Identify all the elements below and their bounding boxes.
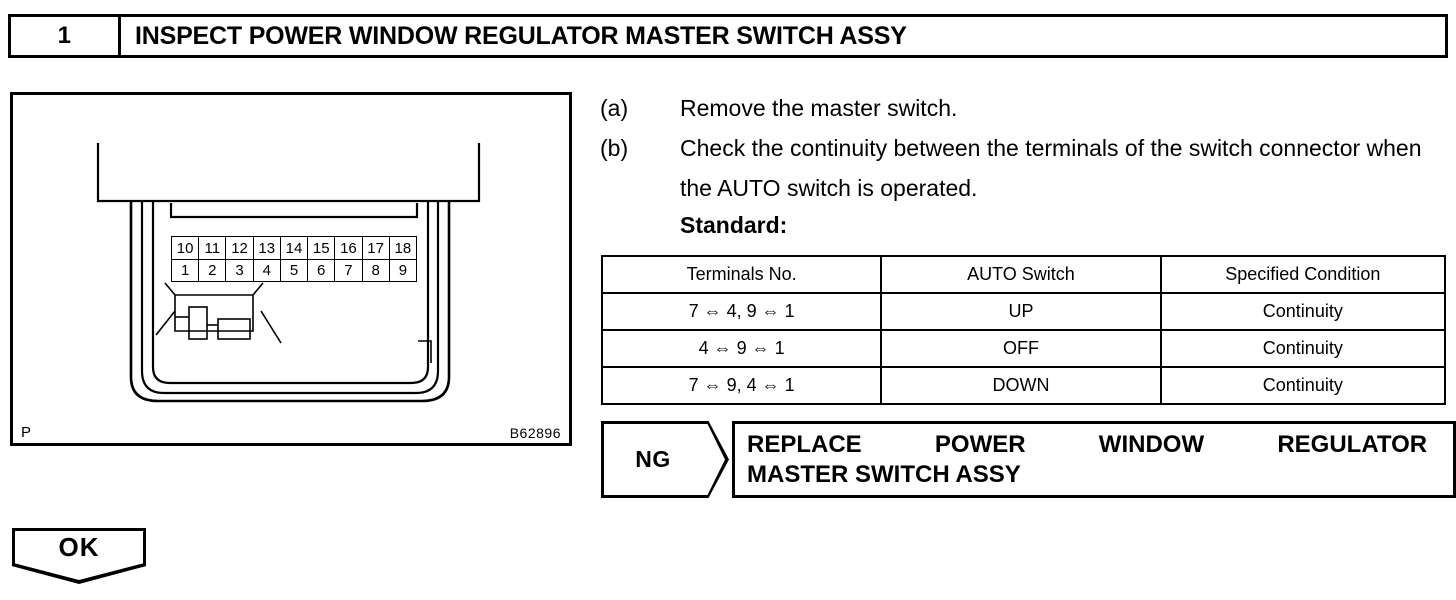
pin-cell: 7 bbox=[335, 259, 363, 281]
instruction-text: Remove the master switch. bbox=[680, 95, 958, 121]
cell-auto-switch: DOWN bbox=[880, 366, 1162, 405]
instruction-label: (b) bbox=[600, 135, 629, 161]
step-number: 1 bbox=[11, 17, 121, 55]
ng-action-word: REPLACE bbox=[747, 431, 862, 458]
table-row: 4 ⇔ 9 ⇔ 1 OFF Continuity bbox=[600, 329, 1447, 368]
pin-cell: 12 bbox=[226, 237, 254, 259]
ng-action-word: REGULATOR bbox=[1277, 431, 1428, 458]
pin-cell: 9 bbox=[389, 259, 416, 281]
step-header: 1 INSPECT POWER WINDOW REGULATOR MASTER … bbox=[8, 14, 1448, 58]
pin-row-top: 10 11 12 13 14 15 16 17 18 bbox=[172, 237, 416, 259]
ng-action-word: WINDOW bbox=[1098, 431, 1205, 458]
table-row: 7 ⇔ 9, 4 ⇔ 1 DOWN Continuity bbox=[600, 366, 1447, 405]
cell-terminals: 7 ⇔ 9, 4 ⇔ 1 bbox=[600, 366, 883, 405]
standard-label: Standard: bbox=[680, 212, 788, 238]
ng-action-word: POWER bbox=[934, 431, 1026, 458]
ng-action-line-1: REPLACE POWER WINDOW REGULATOR bbox=[747, 430, 1427, 460]
cell-auto-switch: UP bbox=[880, 292, 1162, 331]
pin-cell: 16 bbox=[335, 237, 363, 259]
cell-terminals: 7 ⇔ 4, 9 ⇔ 1 bbox=[600, 292, 883, 331]
column-header-auto-switch: AUTO Switch bbox=[880, 255, 1162, 294]
pin-cell: 3 bbox=[226, 259, 254, 281]
connector-pin-grid: 10 11 12 13 14 15 16 17 18 1 2 3 4 5 6 7… bbox=[171, 236, 417, 282]
cell-terminals: 4 ⇔ 9 ⇔ 1 bbox=[600, 329, 883, 368]
table-row: 7 ⇔ 4, 9 ⇔ 1 UP Continuity bbox=[600, 292, 1447, 331]
pin-row-bottom: 1 2 3 4 5 6 7 8 9 bbox=[172, 259, 416, 281]
column-header-specified-condition: Specified Condition bbox=[1159, 255, 1447, 294]
ng-action-box: REPLACE POWER WINDOW REGULATOR MASTER SW… bbox=[732, 421, 1456, 498]
connector-drawing-svg bbox=[96, 143, 481, 403]
cell-specified-condition: Continuity bbox=[1159, 366, 1447, 405]
instruction-text: Check the continuity between the termina… bbox=[680, 135, 1422, 201]
cell-specified-condition: Continuity bbox=[1159, 292, 1447, 331]
ok-result-block: OK bbox=[12, 528, 146, 584]
pin-cell: 4 bbox=[253, 259, 281, 281]
step-title: INSPECT POWER WINDOW REGULATOR MASTER SW… bbox=[135, 21, 907, 50]
instruction-label: (a) bbox=[600, 95, 629, 121]
pin-cell: 18 bbox=[394, 239, 412, 257]
pin-cell: 6 bbox=[308, 259, 336, 281]
figure-code: B62896 bbox=[509, 425, 561, 441]
pin-cell: 14 bbox=[281, 237, 309, 259]
ng-action-line-2: MASTER SWITCH ASSY bbox=[747, 461, 1021, 488]
connector-illustration bbox=[13, 95, 569, 443]
ok-label: OK bbox=[58, 531, 100, 562]
instruction-list: (a) Remove the master switch. (b) Check … bbox=[600, 88, 1456, 242]
cell-specified-condition: Continuity bbox=[1159, 329, 1447, 368]
pin-cell: 8 bbox=[362, 259, 390, 281]
pin-cell: 13 bbox=[254, 237, 281, 259]
cell-auto-switch: OFF bbox=[880, 329, 1162, 368]
pin-cell: 10 bbox=[172, 237, 200, 259]
column-header-terminals: Terminals No. bbox=[600, 255, 883, 294]
pin-cell: 15 bbox=[308, 237, 336, 259]
instruction-item: (a) Remove the master switch. bbox=[600, 88, 1456, 128]
figure-tag: P bbox=[21, 424, 32, 441]
table-header-row: Terminals No. AUTO Switch Specified Cond… bbox=[600, 255, 1447, 294]
ng-arrow-fill bbox=[601, 421, 729, 498]
pin-cell: 1 bbox=[172, 259, 200, 281]
pin-cell: 17 bbox=[363, 237, 390, 259]
standard-table: Terminals No. AUTO Switch Specified Cond… bbox=[600, 255, 1447, 405]
pin-cell: 2 bbox=[199, 259, 227, 281]
pin-cell: 11 bbox=[199, 237, 227, 259]
ng-result-block: NG REPLACE POWER WINDOW REGULATOR MASTER… bbox=[601, 421, 1456, 498]
pin-cell: 5 bbox=[280, 259, 309, 281]
connector-figure: 10 11 12 13 14 15 16 17 18 1 2 3 4 5 6 7… bbox=[10, 92, 572, 446]
instruction-item: (b) Check the continuity between the ter… bbox=[600, 128, 1456, 208]
ng-label: NG bbox=[635, 446, 671, 472]
